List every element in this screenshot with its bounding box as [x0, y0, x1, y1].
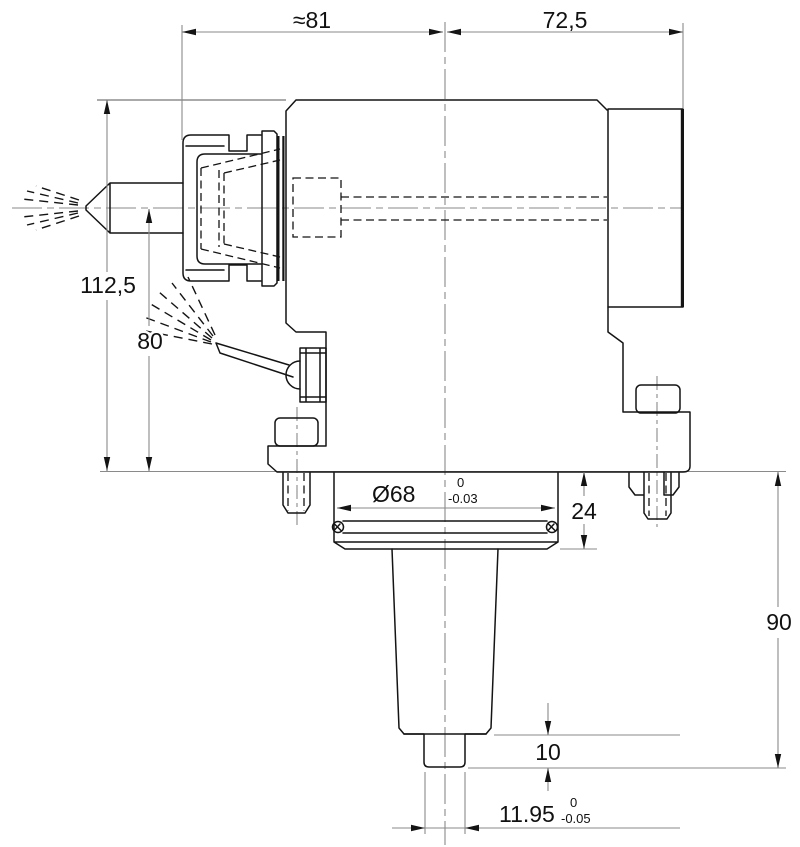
stud-left	[282, 472, 311, 514]
arrowhead	[544, 768, 552, 782]
spray-rays-nozzle	[143, 276, 216, 345]
dim-label: 24	[571, 498, 597, 524]
dead-center-tool	[85, 182, 184, 234]
collet-nut-rear-flange	[261, 130, 278, 287]
dim-label: 90	[766, 609, 792, 635]
coolant-nozzle	[215, 342, 327, 403]
er-collet-hidden	[200, 148, 281, 269]
stud-right	[628, 472, 680, 520]
dim-width-left: ≈81	[182, 7, 443, 36]
arrowhead	[544, 721, 552, 735]
dim-tang-step: 10	[535, 703, 561, 791]
dim-label: 11.95	[499, 801, 555, 827]
coolant-spray-nozzle	[143, 276, 216, 345]
dim-height-total: 112,5	[80, 100, 136, 471]
arrowhead	[145, 209, 153, 223]
dim-boss-diameter: Ø68 0 -0.03	[337, 473, 555, 512]
drive-tang	[403, 733, 487, 768]
dim-width-right: 72,5	[447, 7, 683, 36]
o-ring-left-hatch	[333, 523, 343, 532]
arrowhead	[580, 535, 588, 549]
coolant-spray-front	[21, 185, 80, 231]
main-body-outline	[267, 99, 691, 473]
arrowhead	[465, 824, 479, 832]
dim-tang-width: 11.95 0 -0.05	[392, 793, 680, 832]
hidden-lines	[200, 148, 667, 516]
arrowhead	[103, 100, 111, 114]
dim-label: 10	[535, 739, 561, 765]
spray-rays-front	[21, 185, 80, 231]
arrowhead	[145, 457, 153, 471]
arrowhead	[411, 824, 425, 832]
arrowhead	[774, 754, 782, 768]
dimensions: ≈81 72,5 112,5 80 Ø68 0	[80, 7, 792, 832]
mounting-bolt-left	[274, 417, 319, 447]
arrowhead	[541, 504, 555, 512]
dim-height-axis: 80	[135, 209, 165, 471]
dim-tolerance-upper: 0	[457, 475, 464, 490]
dim-tolerance-upper: 0	[570, 795, 577, 810]
clamping-ring	[277, 136, 285, 281]
part-geometry	[85, 99, 691, 768]
right-stud-thread-hidden	[648, 473, 667, 516]
dim-label: Ø68	[372, 481, 415, 507]
collet-nut-outline	[182, 134, 262, 282]
spindle-bore-hidden	[341, 196, 607, 221]
boss-outline	[333, 472, 559, 550]
dim-shank-length: 90	[766, 472, 792, 768]
collet-nut-front-opening	[196, 153, 262, 265]
dim-label: ≈81	[293, 7, 331, 33]
tool-shank-and-point	[85, 182, 184, 234]
centerlines	[12, 22, 683, 845]
dim-boss-height: 24	[571, 472, 597, 549]
arrowhead	[774, 472, 782, 486]
arrowhead	[182, 28, 196, 36]
o-ring-left	[331, 520, 345, 534]
dim-label: 72,5	[543, 7, 588, 33]
dim-label: 112,5	[80, 272, 136, 298]
arrowhead	[337, 504, 351, 512]
collet-nut	[182, 130, 285, 287]
o-ring-right	[545, 520, 559, 534]
nozzle-fitting	[299, 347, 327, 403]
dim-label: 80	[137, 328, 163, 354]
dim-tolerance-lower: -0.05	[561, 811, 591, 826]
arrowhead	[669, 28, 683, 36]
dim-tolerance-lower: -0.03	[448, 491, 478, 506]
collet-nut-chamfer-lines	[185, 145, 225, 271]
arrowhead	[103, 457, 111, 471]
arrowhead	[447, 28, 461, 36]
tool-shank-lower	[391, 548, 499, 735]
mounting-bolt-right	[635, 384, 681, 414]
left-stud-thread-hidden	[287, 473, 305, 511]
collet-pocket-hidden	[292, 177, 342, 238]
o-ring-right-hatch	[547, 523, 557, 532]
locating-boss	[331, 472, 559, 550]
nozzle-tube	[215, 342, 294, 378]
arrowhead	[580, 472, 588, 486]
arrowhead	[429, 28, 443, 36]
